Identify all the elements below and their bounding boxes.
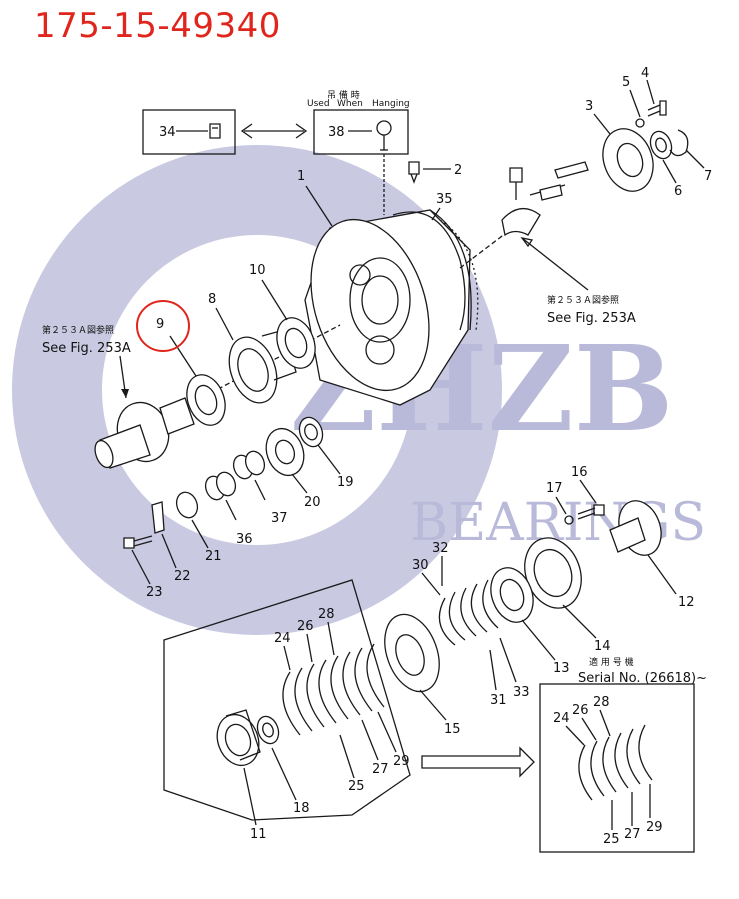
callout-29: 29 [393, 754, 410, 769]
see-fig-label-left: See Fig. 253A [42, 341, 131, 356]
seal-19 [298, 416, 324, 448]
callout-34: 34 [159, 125, 176, 140]
callout-24: 24 [274, 631, 291, 646]
serial-no-label: Serial No. (26618)~ [578, 671, 707, 686]
bearing-9 [186, 374, 226, 426]
callout-17: 17 [546, 481, 563, 496]
callout-13: 13 [553, 661, 570, 676]
eye-bolt-38-icon [376, 120, 392, 151]
callout-9: 9 [156, 317, 164, 332]
bearing-13 [490, 567, 534, 623]
callout-5: 5 [622, 75, 630, 90]
callout-37: 37 [271, 511, 288, 526]
see-fig-jp-right: 第２５３Ａ図参照 [547, 294, 619, 306]
callout-28: 28 [318, 607, 335, 622]
cover-15 [384, 613, 440, 693]
seal-35 [392, 211, 466, 331]
inset-callout-24: 24 [553, 711, 570, 726]
callout-31: 31 [490, 693, 507, 708]
washer-5 [635, 118, 645, 128]
callout-3: 3 [585, 99, 593, 114]
serial-jp-label: 適 用 号 機 [589, 656, 634, 668]
inset-box-serial [539, 683, 695, 853]
inset-callout-27: 27 [624, 827, 641, 842]
clutch-discs-24-29 [282, 643, 385, 736]
callout-6: 6 [674, 184, 682, 199]
snap-ring-7 [669, 129, 689, 157]
callout-38: 38 [328, 125, 345, 140]
inset-box-38 [313, 109, 409, 155]
callout-30: 30 [412, 558, 429, 573]
callout-14: 14 [594, 639, 611, 654]
hanging-used-label: Used [307, 99, 330, 109]
washer-17 [564, 515, 574, 525]
inset-callout-25: 25 [603, 832, 620, 847]
plug-2-icon [408, 161, 420, 184]
callout-12: 12 [678, 595, 695, 610]
callout-1: 1 [297, 169, 305, 184]
bearing-10 [276, 317, 316, 369]
callout-33: 33 [513, 685, 530, 700]
hanging-jp-label: 吊 備 時 [327, 89, 360, 101]
bottom-group-frame [163, 579, 411, 821]
bracket-clip-icon [501, 161, 589, 237]
lock-plate-22 [151, 501, 165, 534]
shaft-flange [94, 397, 195, 469]
callout-26: 26 [297, 619, 314, 634]
callout-7: 7 [704, 169, 712, 184]
callout-10: 10 [249, 263, 266, 278]
bolt-34-icon [209, 123, 221, 139]
callout-25: 25 [348, 779, 365, 794]
hanging-hanging-label: Hanging [372, 99, 410, 109]
callout-2: 2 [454, 163, 462, 178]
callout-21: 21 [205, 549, 222, 564]
callout-36: 36 [236, 532, 253, 547]
pinion-12 [609, 500, 662, 556]
snap-rings-30-32-33 [438, 579, 499, 646]
callout-27: 27 [372, 762, 389, 777]
see-fig-label-right: See Fig. 253A [547, 311, 636, 326]
callout-32: 32 [432, 541, 449, 556]
inset-callout-26: 26 [572, 703, 589, 718]
housing-1 [304, 209, 479, 406]
callout-22: 22 [174, 569, 191, 584]
callout-18: 18 [293, 801, 310, 816]
shims-36 [204, 471, 237, 521]
see-fig-jp-left: 第２５３Ａ図参照 [42, 324, 114, 336]
bolt-16-icon [577, 504, 605, 520]
inset-callout-28: 28 [593, 695, 610, 710]
callout-19: 19 [337, 475, 354, 490]
callout-8: 8 [208, 292, 216, 307]
gear-11 [216, 709, 261, 767]
hanging-when-label: When [337, 99, 363, 109]
ring-18 [256, 715, 280, 745]
inset-box-34 [142, 109, 236, 155]
callout-11: 11 [250, 827, 267, 842]
callout-4: 4 [641, 66, 649, 81]
page-title: 175-15-49340 [34, 6, 281, 46]
bolt-23-icon [123, 535, 153, 549]
bearing-6 [649, 130, 673, 160]
inset-callout-29: 29 [646, 820, 663, 835]
callout-20: 20 [304, 495, 321, 510]
gear-8 [228, 329, 297, 404]
arrow-right-icon [421, 746, 535, 778]
shims-37 [232, 450, 266, 501]
bearing-20 [265, 427, 305, 477]
double-arrow-icon [240, 123, 308, 139]
bolt-4-icon [647, 100, 667, 117]
callout-35: 35 [436, 192, 453, 207]
cover-3 [602, 128, 654, 192]
clutch-discs-inset [578, 724, 653, 801]
highlight-circle-9 [136, 300, 190, 352]
callout-16: 16 [571, 465, 588, 480]
callout-23: 23 [146, 585, 163, 600]
plate-21 [175, 491, 199, 519]
callout-15: 15 [444, 722, 461, 737]
